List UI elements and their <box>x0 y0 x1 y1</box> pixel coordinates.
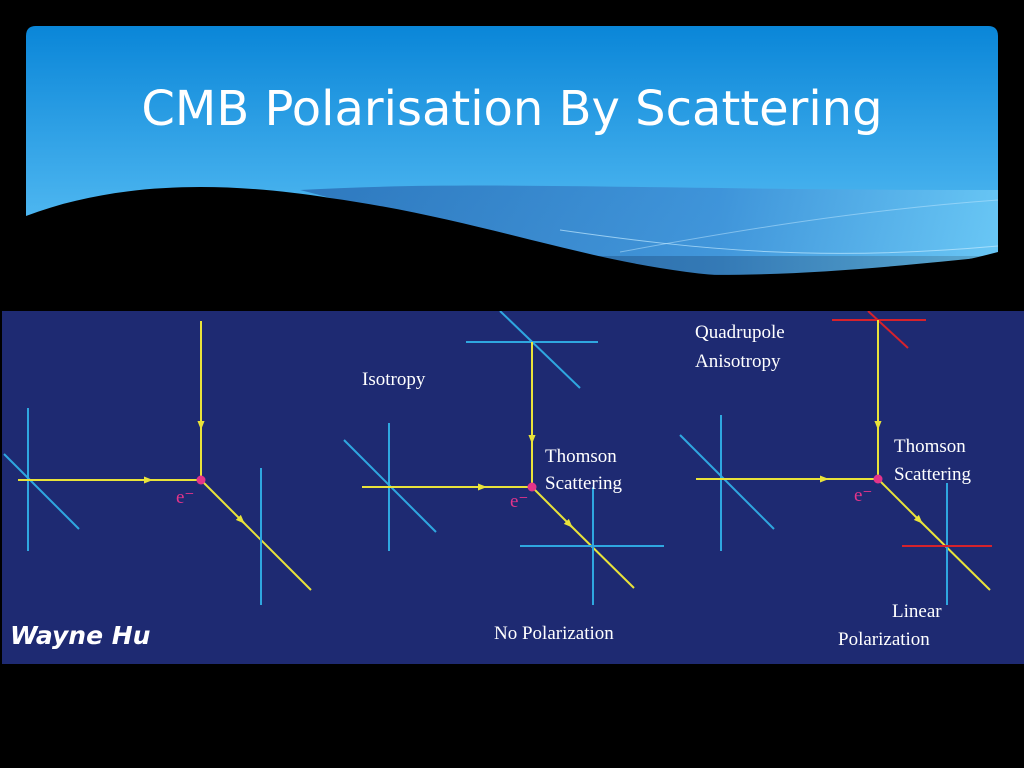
top-polarization-bar-diagonal-red <box>867 311 909 349</box>
scattered-ray <box>239 518 312 591</box>
electron-label: e⁻ <box>176 487 194 508</box>
quadrupole-label: Quadrupole <box>695 322 785 343</box>
slide-title: CMB Polarisation By Scattering <box>141 81 883 137</box>
header-wave-line <box>559 229 999 254</box>
electron-dot <box>196 475 206 485</box>
scattered-ray <box>200 479 245 524</box>
thomson-label: Thomson <box>894 436 966 457</box>
electron-label: e⁻ <box>510 491 528 512</box>
header-wave-band <box>300 185 998 275</box>
panel-1: e⁻ <box>3 321 312 605</box>
scattered-ray <box>877 478 923 524</box>
no-polarization-label: No Polarization <box>494 623 614 644</box>
top-polarization-bar-diagonal <box>499 311 581 389</box>
scattering-diagram: e⁻ e⁻ Isotropy Thomson Scatte <box>3 311 992 650</box>
polarization-bar-diagonal <box>679 434 775 530</box>
electron-label: e⁻ <box>854 485 872 506</box>
scattering-figure: e⁻ e⁻ Isotropy Thomson Scatte <box>2 311 1024 664</box>
scattered-ray <box>567 522 635 589</box>
isotropy-label: Isotropy <box>362 369 426 390</box>
credit-label: Wayne Hu <box>10 621 151 650</box>
header-black-wave <box>0 187 998 300</box>
electron-dot <box>873 474 883 484</box>
polarization-bar-diagonal <box>3 453 80 530</box>
scattering-label: Scattering <box>545 473 623 494</box>
header-banner <box>0 26 999 300</box>
scattering-label: Scattering <box>894 464 972 485</box>
scattered-ray <box>531 486 573 528</box>
electron-dot <box>527 482 537 492</box>
linear-label: Linear <box>892 601 942 622</box>
panel-3: e⁻ Quadrupole Anisotropy Thomson Scatter… <box>679 311 992 650</box>
header-wave-line <box>619 199 999 253</box>
panel-2: e⁻ Isotropy Thomson Scattering No Polari… <box>343 311 664 644</box>
polarization-label: Polarization <box>838 629 930 650</box>
thomson-label: Thomson <box>545 446 617 467</box>
anisotropy-label: Anisotropy <box>695 351 781 372</box>
scattered-ray <box>917 518 991 591</box>
